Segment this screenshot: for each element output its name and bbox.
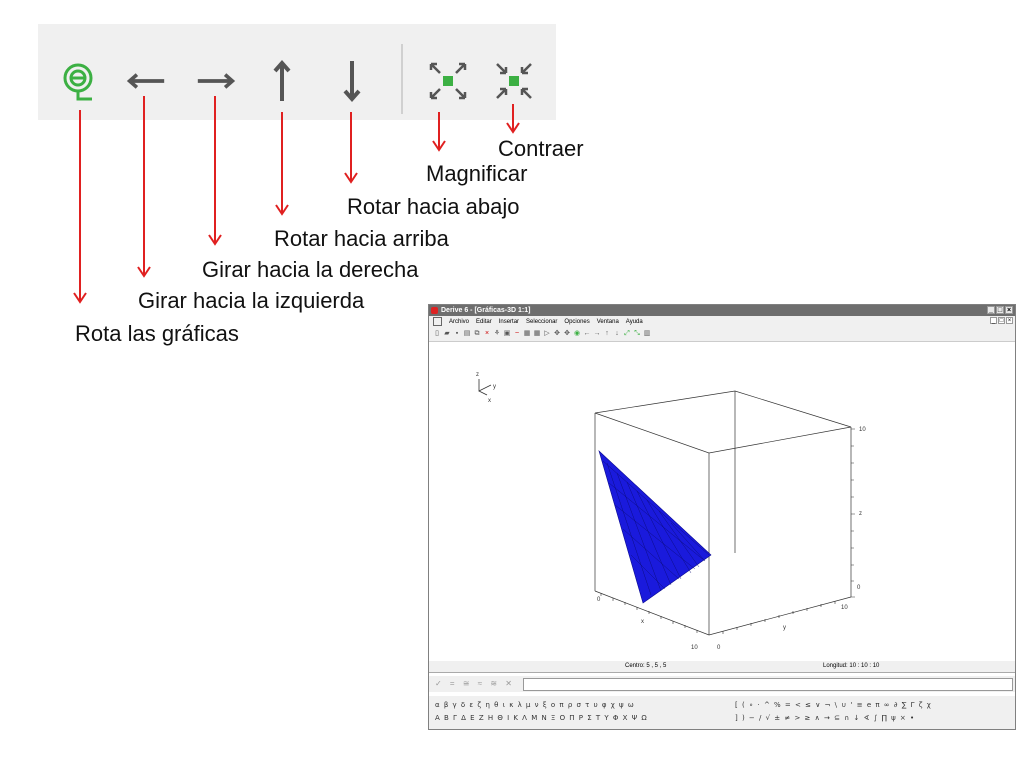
close-icon[interactable]: × [1005,306,1013,314]
axis-label-x: x [641,619,644,625]
menu-doc-icon [433,317,442,326]
author-icon[interactable]: ⚘ [493,330,501,337]
axes-indicator-y: y [493,384,496,390]
arrow-left-icon [126,73,165,89]
small-magnify-icon[interactable]: ⤢ [624,330,630,337]
plot-icon[interactable]: ~ [514,330,520,337]
copy-icon[interactable]: ⧉ [474,330,480,337]
window-icon[interactable]: ▣ [503,330,511,337]
rotate-up-button[interactable] [262,56,302,106]
greek-lower-row[interactable]: α β γ δ ε ζ η θ ι κ λ μ ν ξ ο π ρ σ τ υ … [435,701,635,709]
menu-editar[interactable]: Editar [476,318,492,325]
settings-icon[interactable]: ▥ [643,330,651,337]
operators-row-2[interactable]: ] ) − / √ ± ≠ > ≥ ∧ → ⊆ ∩ ↓ ∢ ∫ ∏ ψ × • [735,714,916,722]
status-longitud: Longitud: 10 : 10 : 10 [823,663,880,669]
rotate-right-button[interactable] [196,56,236,106]
label-rotar-arriba: Rotar hacia arriba [274,226,449,251]
toolbar-separator [401,44,403,114]
small-down-icon[interactable]: ↓ [615,330,619,337]
grid-icon[interactable]: ▦ [523,330,531,337]
tick-x-10: 10 [691,645,698,651]
axis-label-z: z [859,511,862,517]
axes-indicator-x: x [488,398,491,404]
cube-frame [594,390,852,636]
status-centro: Centro: 5 , 5 , 5 [625,663,667,669]
minimize-icon[interactable]: _ [987,306,995,314]
tick-z-0: 0 [857,585,861,591]
label-rota-graficas: Rota las gráficas [75,321,239,346]
statusbar: Centro: 5 , 5 , 5 Longitud: 10 : 10 : 10 [429,661,1015,673]
save-icon[interactable]: ▪ [455,330,459,337]
open-icon[interactable]: ▰ [444,330,450,337]
delete-icon[interactable]: × [484,330,490,337]
tick-z-10: 10 [859,427,866,433]
move-icon[interactable]: ✥ [554,330,560,337]
greek-upper-row[interactable]: Α Β Γ Δ Ε Ζ Η Θ Ι Κ Λ Μ Ν Ξ Ο Π Ρ Σ Τ Υ … [435,714,648,722]
callout-arrow-arriba [275,112,289,216]
menu-seleccionar[interactable]: Seleccionar [526,318,558,325]
entry-buttons[interactable]: ✓ = ≅ ≈ ≋ ✕ [435,679,515,688]
label-girar-derecha: Girar hacia la derecha [202,257,419,282]
small-rotate-icon[interactable]: ◉ [573,330,581,337]
contract-icon [496,63,532,99]
axes-indicator [478,379,492,396]
menu-ventana[interactable]: Ventana [596,318,619,325]
callout-arrow-rota [73,110,87,304]
expression-input[interactable] [523,678,1013,691]
magnify-button[interactable] [428,56,468,106]
arrow-right-icon [197,73,236,89]
label-rotar-abajo: Rotar hacia abajo [347,194,520,219]
rotate-icon [63,63,93,101]
center-icon[interactable]: ✥ [564,330,570,337]
rotate-button[interactable] [58,56,98,106]
callout-arrow-izquierda [137,96,151,278]
window-controls: _ □ × [987,306,1013,314]
arrow-up-icon [273,59,291,101]
plot-3d[interactable]: z y x 10 z 0 10 y 0 0 x 10 [429,343,1015,662]
doc-restore-icon[interactable]: □ [998,317,1005,324]
new-icon[interactable]: ▯ [435,330,439,337]
doc-window-controls: _ □ × [990,317,1013,324]
window-titlebar: Derive 6 - [Gráficas-3D 1:1] _ □ × [429,305,1015,316]
rotate-down-button[interactable] [332,56,372,106]
tick-y-0: 0 [717,645,721,651]
label-contraer: Contraer [498,136,584,161]
contract-button[interactable] [494,56,534,106]
tick-x-0: 0 [597,597,601,603]
callout-arrow-abajo [344,112,358,184]
rotate-left-button[interactable] [126,56,166,106]
symbol-palette: α β γ δ ε ζ η θ ι κ λ μ ν ξ ο π ρ σ τ υ … [429,696,1015,729]
play-icon[interactable]: ▷ [544,330,550,337]
entry-bar: ✓ = ≅ ≈ ≋ ✕ [429,676,1015,692]
print-icon[interactable]: ▤ [463,330,471,337]
small-contract-icon[interactable]: ⤡ [634,330,640,337]
tick-y-10: 10 [841,605,848,611]
menu-archivo[interactable]: Archivo [449,318,470,325]
frame-icon[interactable]: ▦ [533,330,541,337]
menubar: Archivo Editar Insertar Seleccionar Opci… [429,316,1015,327]
doc-close-icon[interactable]: × [1006,317,1013,324]
derive-window: Derive 6 - [Gráficas-3D 1:1] _ □ × Archi… [428,304,1016,730]
axes-indicator-z: z [476,372,479,378]
axis-label-y: y [783,625,786,631]
small-right-icon[interactable]: → [593,330,601,337]
menu-opciones[interactable]: Opciones [564,318,590,325]
rotation-toolbar [38,24,556,120]
menu-ayuda[interactable]: Ayuda [625,318,643,325]
label-magnificar: Magnificar [426,161,528,186]
derive-logo-icon [431,307,438,314]
magnify-icon [429,62,467,100]
doc-minimize-icon[interactable]: _ [990,317,997,324]
label-girar-izquierda: Girar hacia la izquierda [138,288,365,313]
small-up-icon[interactable]: ↑ [605,330,609,337]
operators-row-1[interactable]: [ ( ∘ · ^ % = < ≤ ∨ ¬ \ ∪ ' ≡ e π ∞ ∂ ∑ … [735,701,932,709]
window-toolbar: ▯ ▰ ▪ ▤ ⧉ × ⚘ ▣ ~ ▦ ▦ ▷ ✥ ✥ ◉ ← → ↑ ↓ ⤢ … [429,327,1015,342]
maximize-icon[interactable]: □ [996,306,1004,314]
menu-insertar[interactable]: Insertar [498,318,520,325]
arrow-down-icon [343,61,361,103]
small-left-icon[interactable]: ← [583,330,591,337]
window-title: Derive 6 - [Gráficas-3D 1:1] [441,307,531,314]
